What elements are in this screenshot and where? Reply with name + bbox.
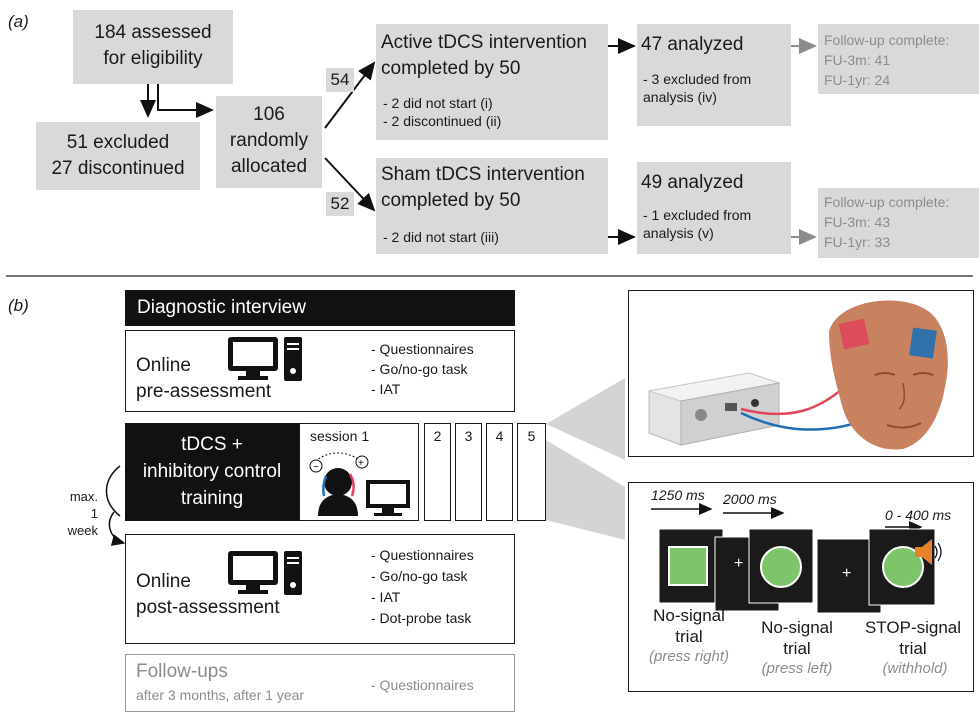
followups-box: Follow-ups after 3 months, after 1 year … [125,654,515,712]
arrow-to-sham [324,157,376,212]
arrow-to-active [324,61,376,129]
session-5-box: 5 [517,423,546,521]
trial-2-label: No-signal trial [761,618,833,658]
pre-assessment-items: - Questionnaires - Go/no-go task - IAT [371,341,474,397]
post-assessment-box: Online post-assessment - Questionnaires … [125,534,515,644]
trial-1-label: No-signal trial [653,606,725,646]
speaker-icon [915,539,942,565]
training-bar: tDCS + inhibitory control training [125,423,299,521]
timing-label-2000: 2000 ms [723,491,777,507]
assessed-box: 184 assessed for eligibility [73,10,233,84]
timing-label-1250: 1250 ms [651,487,705,503]
active-followup-box: Follow-up complete: FU-3m: 41 FU-1yr: 24 [818,24,979,94]
active-analyzed-count: 47 analyzed [641,34,744,55]
excluded-box: 51 excluded 27 discontinued [36,122,200,190]
svg-text:−: − [313,462,319,473]
max-week-label: max. 1 week [67,489,98,538]
post-assessment-items: - Questionnaires - Go/no-go task - IAT -… [371,547,474,626]
sham-count: 52 [326,192,354,216]
session-3-box: 3 [455,423,482,521]
green-circle-stimulus [760,546,802,588]
sham-intervention-notes: - 2 did not start (iii) [383,229,499,245]
panel-b-label: (b) [8,296,29,315]
sham-analyzed-excluded: - 1 excluded from analysis (v) [643,207,752,241]
sham-intervention-box: Sham tDCS intervention completed by 50 -… [376,158,608,254]
allocated-box: 106 randomly allocated [216,96,322,188]
arrow-to-allocated [157,84,214,118]
active-intervention-notes: - 2 did not start (i) - 2 discontinued (… [383,95,502,129]
timing-label-ssd: 0 - 400 ms [885,507,952,523]
green-circle-stop-stimulus [882,546,924,588]
followups-subtitle: after 3 months, after 1 year [136,687,305,703]
diagnostic-interview-bar: Diagnostic interview [125,290,515,326]
green-square-stimulus [668,546,708,586]
session-2-box: 2 [424,423,451,521]
panel-a-label: (a) [8,12,29,31]
stimulus-screens [658,528,942,614]
post-assessment-title: Online post-assessment [136,571,280,618]
trial-3-note: (withhold) [882,660,948,677]
session-1-label: session 1 [310,428,370,444]
tdcs-device-image [628,290,974,457]
pre-assessment-title: Online pre-assessment [136,355,272,402]
fixation-cross-1: + [734,555,744,572]
active-intervention-title: Active tDCS intervention completed by 50 [381,32,587,79]
tdcs-device-illustration [648,300,948,450]
computer-icon [228,337,302,381]
panel-divider [6,275,973,277]
followups-items: - Questionnaires [371,677,474,693]
followups-title: Follow-ups [136,661,228,682]
active-count: 54 [326,68,354,92]
panel-a-connectors [140,38,817,245]
svg-text:+: + [358,458,364,469]
active-analyzed-box: 47 analyzed - 3 excluded from analysis (… [637,24,791,126]
stop-signal-task-panel: 1250 ms 2000 ms 0 - 400 ms + + No-signal… [628,482,974,692]
session-1-box: session 1 − + [299,423,419,521]
fixation-cross-2: + [842,565,852,582]
trial-3-label: STOP-signal trial [864,618,962,658]
computer-icon [228,551,302,595]
active-intervention-box: Active tDCS intervention completed by 50… [376,24,608,140]
sham-analyzed-box: 49 analyzed - 1 excluded from analysis (… [637,162,791,254]
trial-1-note: (press right) [648,648,730,665]
active-analyzed-excluded: - 3 excluded from analysis (iv) [643,71,752,105]
session-4-box: 4 [486,423,513,521]
pre-assessment-box: Online pre-assessment - Questionnaires -… [125,330,515,412]
trial-2-note: (press left) [761,660,833,677]
tdcs-training-icon: − + [309,452,410,516]
sham-analyzed-count: 49 analyzed [641,172,744,193]
timeline-arrows [651,503,923,533]
sham-followup-box: Follow-up complete: FU-3m: 43 FU-1yr: 33 [818,188,979,258]
sham-intervention-title: Sham tDCS intervention completed by 50 [381,164,585,211]
